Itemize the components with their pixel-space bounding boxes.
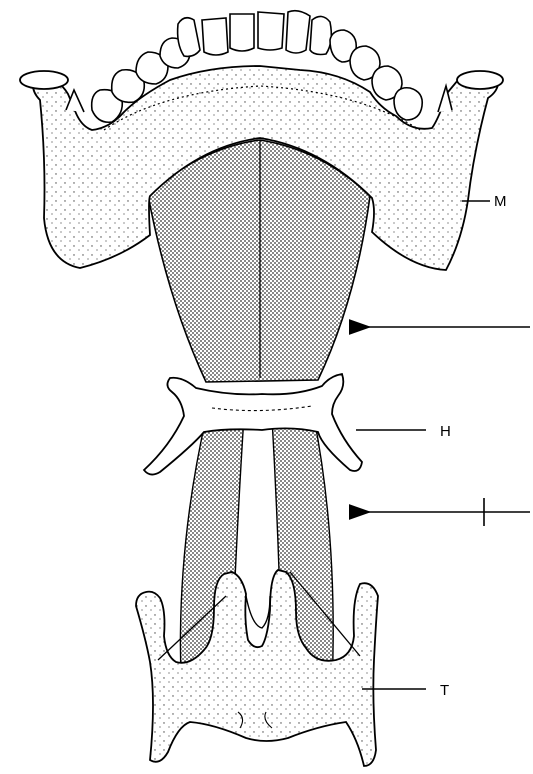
right-condyle xyxy=(457,71,503,89)
tooth xyxy=(394,88,422,120)
tooth xyxy=(310,16,331,54)
thyroid-notch xyxy=(246,596,270,628)
label-mandible: M xyxy=(494,193,507,210)
muscle-fan xyxy=(148,140,370,382)
hyoid-body xyxy=(144,374,362,475)
tooth xyxy=(230,14,254,51)
tooth xyxy=(286,11,310,53)
suprahyoid-muscle xyxy=(148,140,370,382)
tooth xyxy=(258,12,284,50)
left-condyle xyxy=(20,71,68,89)
tooth xyxy=(202,18,228,55)
hyoid-bone xyxy=(144,374,362,475)
label-hyoid: H xyxy=(440,423,451,440)
thyroid-cartilage xyxy=(136,570,378,766)
tooth xyxy=(178,18,200,57)
label-thyroid: T xyxy=(440,682,449,699)
thyroid-body xyxy=(136,570,378,766)
